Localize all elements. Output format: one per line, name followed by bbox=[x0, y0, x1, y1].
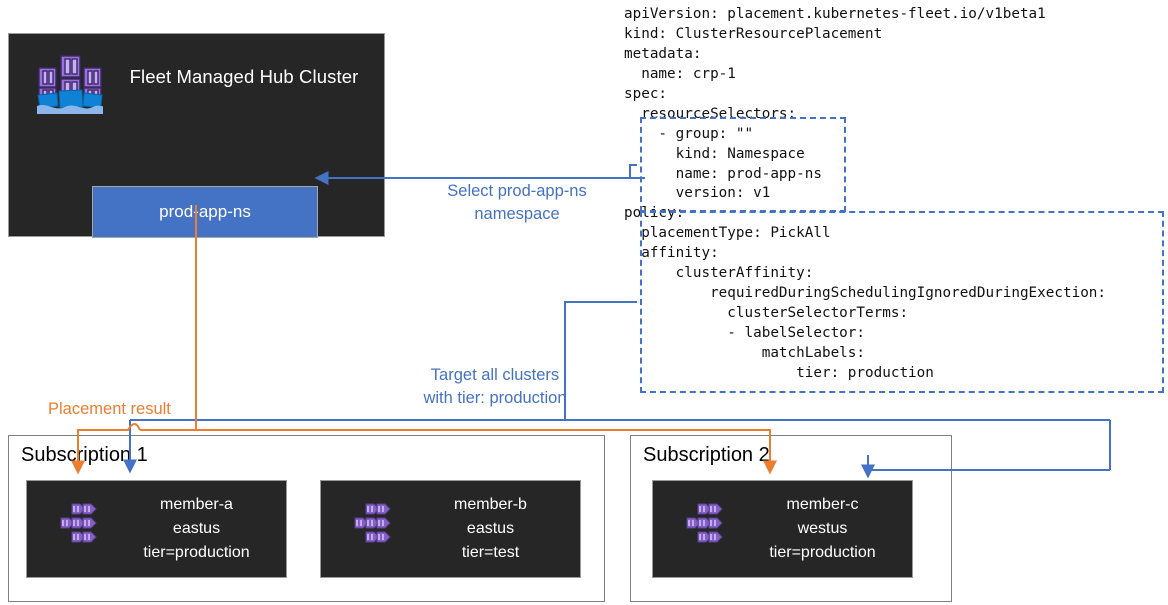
yaml-line: spec: bbox=[624, 85, 668, 102]
label-target-clusters-line2: with tier: production bbox=[423, 389, 567, 407]
member-label: tier=production bbox=[769, 544, 876, 561]
namespace-box-prod-app-ns[interactable]: prod-app-ns bbox=[92, 186, 318, 238]
kubernetes-cluster-icon bbox=[686, 503, 723, 543]
subscription-2-title: Subscription 2 bbox=[643, 444, 770, 466]
yaml-line: - group: "" bbox=[624, 125, 754, 142]
yaml-line: apiVersion: placement.kubernetes-fleet.i… bbox=[624, 6, 1046, 22]
subscription-1-title: Subscription 1 bbox=[21, 444, 148, 466]
label-target-clusters-line1: Target all clusters bbox=[430, 366, 560, 384]
member-cluster-card-member-a[interactable]: member-a eastus tier=production bbox=[26, 480, 287, 578]
member-region: westus bbox=[797, 520, 848, 537]
yaml-line: matchLabels: bbox=[624, 344, 866, 361]
yaml-line: name: crp-1 bbox=[624, 65, 736, 82]
yaml-line: clusterSelectorTerms: bbox=[624, 305, 909, 322]
member-cluster-card-member-b[interactable]: member-b eastus tier=test bbox=[320, 480, 581, 578]
highlight-box-resource-selectors bbox=[640, 117, 846, 212]
member-region: eastus bbox=[172, 520, 221, 537]
label-placement-result: Placement result bbox=[48, 400, 171, 418]
yaml-line: - labelSelector: bbox=[624, 325, 866, 341]
yaml-line: policy: bbox=[624, 205, 685, 222]
kubernetes-cluster-icon bbox=[60, 503, 97, 543]
yaml-line: affinity: bbox=[624, 245, 719, 262]
member-cluster-text: member-b eastus tier=test bbox=[409, 493, 580, 565]
yaml-line: name: prod-app-ns bbox=[624, 165, 822, 182]
fleet-manager-icon bbox=[37, 55, 103, 114]
yaml-line: tier: production bbox=[624, 364, 934, 381]
label-select-namespace-line1: Select prod-app-ns bbox=[447, 182, 587, 200]
member-cluster-text: member-a eastus tier=production bbox=[115, 493, 286, 565]
member-label: tier=test bbox=[461, 544, 520, 561]
namespace-box-label: prod-app-ns bbox=[159, 202, 251, 221]
crp-yaml-manifest: apiVersion: placement.kubernetes-fleet.i… bbox=[624, 5, 1168, 384]
yaml-line: kind: Namespace bbox=[624, 145, 805, 162]
yaml-line: kind: ClusterResourcePlacement bbox=[624, 25, 883, 42]
yaml-line: placementType: PickAll bbox=[624, 225, 831, 242]
member-cluster-text: member-c westus tier=production bbox=[741, 493, 912, 565]
yaml-line: metadata: bbox=[624, 45, 702, 62]
highlight-box-policy bbox=[640, 211, 1164, 393]
yaml-line: requiredDuringSchedulingIgnoredDuringExe… bbox=[624, 285, 1107, 302]
member-name: member-b bbox=[454, 496, 527, 513]
member-region: eastus bbox=[466, 520, 515, 537]
label-target-clusters: Target all clusters with tier: productio… bbox=[390, 364, 600, 410]
member-cluster-card-member-c[interactable]: member-c westus tier=production bbox=[652, 480, 913, 578]
member-name: member-c bbox=[786, 496, 859, 513]
label-select-namespace: Select prod-app-ns namespace bbox=[415, 180, 619, 226]
yaml-line: version: v1 bbox=[624, 185, 771, 202]
yaml-line: clusterAffinity: bbox=[624, 265, 814, 282]
fleet-hub-cluster-panel: Fleet Managed Hub Cluster prod-app-ns bbox=[8, 33, 385, 238]
member-name: member-a bbox=[160, 496, 233, 513]
member-label: tier=production bbox=[143, 544, 250, 561]
label-select-namespace-line2: namespace bbox=[474, 205, 560, 223]
hub-cluster-title: Fleet Managed Hub Cluster bbox=[129, 66, 359, 87]
kubernetes-cluster-icon bbox=[354, 503, 391, 543]
